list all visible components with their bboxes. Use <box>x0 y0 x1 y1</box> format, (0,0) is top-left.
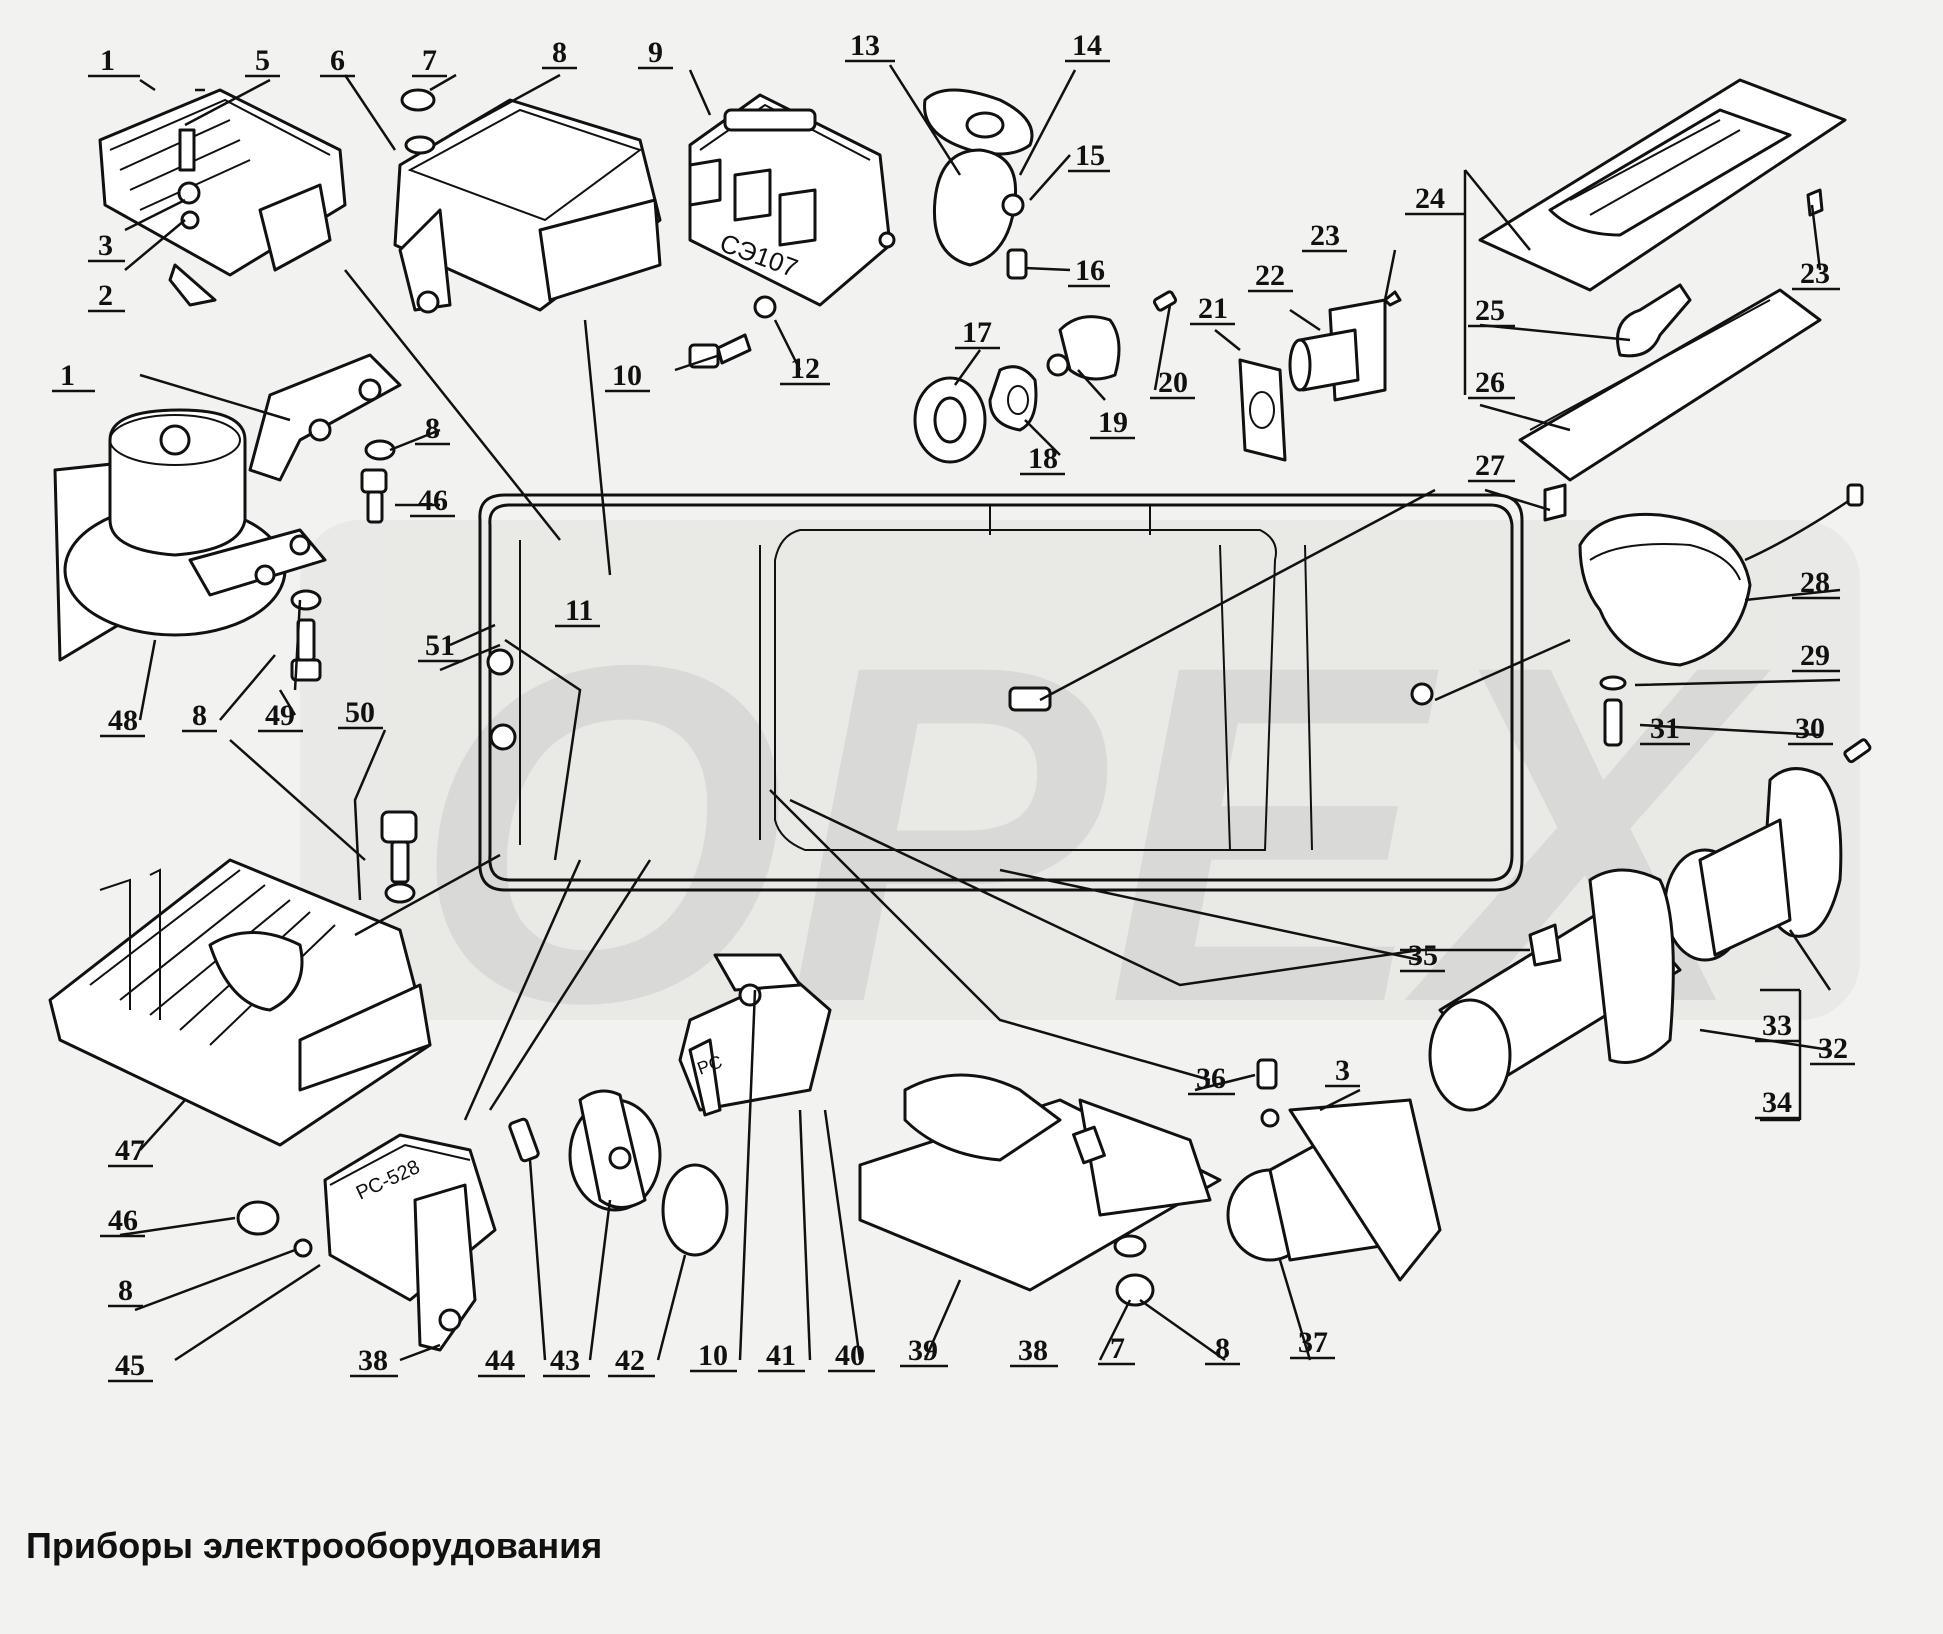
callout-51: 51 <box>425 629 455 662</box>
part-31-bolt <box>1599 675 1627 747</box>
callout-1a: 1 <box>100 44 115 77</box>
callout-26: 26 <box>1475 366 1505 399</box>
callout-8d: 8 <box>118 1274 133 1307</box>
callout-29: 29 <box>1800 639 1830 672</box>
callout-10b: 10 <box>698 1339 728 1372</box>
callout-38a: 38 <box>358 1344 388 1377</box>
leader-lines <box>119 64 1841 1362</box>
callout-8a: 8 <box>552 36 567 69</box>
part-22-switch <box>1238 290 1402 462</box>
callout-38b: 38 <box>1018 1334 1048 1367</box>
callout-40: 40 <box>835 1339 865 1372</box>
part-10-bolt <box>688 295 777 369</box>
callout-19: 19 <box>1098 406 1128 439</box>
callout-44: 44 <box>485 1344 515 1377</box>
part-9-voltage-regulator: СЭ107 <box>688 93 896 307</box>
callout-25: 25 <box>1475 294 1505 327</box>
part-45-relay: РС-528 <box>236 1133 497 1352</box>
vehicle-body-outline <box>478 493 1524 892</box>
callout-23b: 23 <box>1800 257 1830 290</box>
callout-24: 24 <box>1415 182 1445 215</box>
callout-11: 11 <box>565 594 593 627</box>
callout-3a: 3 <box>98 229 113 262</box>
callout-18: 18 <box>1028 442 1058 475</box>
callout-42: 42 <box>615 1344 645 1377</box>
callout-45: 45 <box>115 1349 145 1382</box>
callout-1b: 1 <box>60 359 75 392</box>
part-6-relay-box <box>393 88 662 314</box>
callout-34: 34 <box>1762 1086 1792 1119</box>
callout-22: 22 <box>1255 259 1285 292</box>
callout-32: 32 <box>1818 1032 1848 1065</box>
callout-9: 9 <box>648 36 663 69</box>
callout-49: 49 <box>265 699 295 732</box>
part-48-horn <box>53 353 402 662</box>
callout-12: 12 <box>790 352 820 385</box>
callout-48: 48 <box>108 704 138 737</box>
callout-13: 13 <box>850 29 880 62</box>
callout-2: 2 <box>98 279 113 312</box>
callout-46b: 46 <box>108 1204 138 1237</box>
callout-7a: 7 <box>422 44 437 77</box>
callout-17: 17 <box>962 316 992 349</box>
callout-41: 41 <box>766 1339 796 1372</box>
callout-8b: 8 <box>425 412 440 445</box>
callout-28: 28 <box>1800 566 1830 599</box>
callout-30: 30 <box>1795 712 1825 745</box>
part-32-motor-assembly <box>1428 738 1872 1112</box>
part-47-heatsink-unit <box>48 858 432 1147</box>
part-43-buzzer <box>508 1089 729 1257</box>
callout-50: 50 <box>345 696 375 729</box>
callout-14: 14 <box>1072 29 1102 62</box>
callout-8c: 8 <box>192 699 207 732</box>
callout-16: 16 <box>1075 254 1105 287</box>
callout-46a: 46 <box>418 484 448 517</box>
callout-6: 6 <box>330 44 345 77</box>
callout-37: 37 <box>1298 1326 1328 1359</box>
callout-labels: 1 5 6 7 8 9 13 14 15 16 3 2 10 12 17 18 … <box>52 29 1855 1383</box>
callout-36: 36 <box>1196 1062 1226 1095</box>
callout-23a: 23 <box>1310 219 1340 252</box>
callout-43: 43 <box>550 1344 580 1377</box>
callout-10a: 10 <box>612 359 642 392</box>
figure-caption: Приборы электрооборудования <box>26 1525 603 1566</box>
part-39-control-block <box>858 1073 1222 1307</box>
callout-7b: 7 <box>1110 1332 1125 1365</box>
callout-31: 31 <box>1650 712 1680 745</box>
part-17-grommet <box>913 290 1178 464</box>
part-24-cabin-lamp <box>1478 78 1847 522</box>
part-1-control-unit <box>98 88 347 307</box>
callout-15: 15 <box>1075 139 1105 172</box>
callout-5: 5 <box>255 44 270 77</box>
callout-35: 35 <box>1408 939 1438 972</box>
bolts-group <box>290 439 517 904</box>
callout-20: 20 <box>1158 366 1188 399</box>
callout-21: 21 <box>1198 292 1228 325</box>
callout-27: 27 <box>1475 449 1505 482</box>
callout-39: 39 <box>908 1334 938 1367</box>
callout-33: 33 <box>1762 1009 1792 1042</box>
callout-3b: 3 <box>1335 1054 1350 1087</box>
part-28-headlamp-shell <box>1578 483 1864 667</box>
callout-8e: 8 <box>1215 1332 1230 1365</box>
callout-47: 47 <box>115 1134 145 1167</box>
part-37-traction-relay <box>1226 1058 1442 1282</box>
part-13-lamp-socket <box>923 88 1034 280</box>
part-40-relay: PC <box>678 953 832 1117</box>
